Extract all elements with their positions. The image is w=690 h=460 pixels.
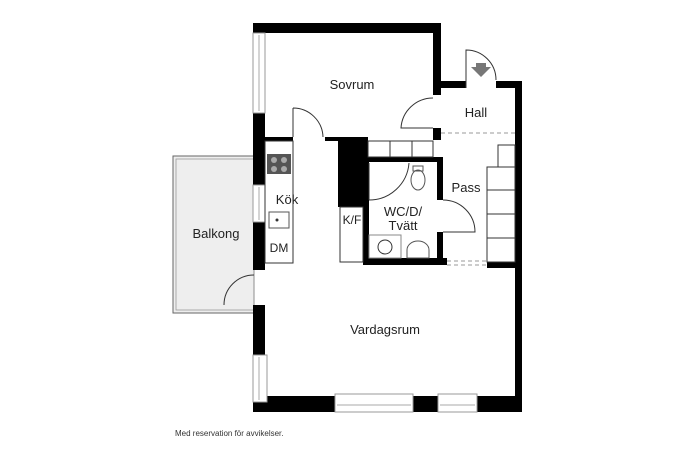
washbasin-icon <box>406 240 430 259</box>
balcony <box>172 155 255 314</box>
label-balkong: Balkong <box>193 226 240 241</box>
bathroom-fixtures <box>368 165 430 259</box>
kitchen-counter <box>264 140 364 264</box>
label-kf: K/F <box>343 213 362 227</box>
label-hall: Hall <box>465 105 488 120</box>
interior-walls <box>265 137 515 268</box>
label-dm: DM <box>270 241 289 255</box>
closets <box>367 140 434 158</box>
label-vardagsrum: Vardagsrum <box>350 322 420 337</box>
label-wc-line2: Tvätt <box>389 218 418 233</box>
wardrobes <box>486 144 516 263</box>
label-kok: Kök <box>276 192 299 207</box>
label-wc-line1: WC/D/ <box>384 204 423 219</box>
toilet-icon <box>410 169 426 191</box>
outer-walls <box>253 23 522 412</box>
doors <box>223 49 497 306</box>
washer-icon <box>368 234 402 259</box>
disclaimer-note: Med reservation för avvikelser. <box>175 429 284 438</box>
sink-icon <box>268 211 290 229</box>
label-pass: Pass <box>452 180 481 195</box>
label-sovrum: Sovrum <box>330 77 375 92</box>
stove-icon <box>267 154 291 174</box>
entrance-arrow-icon <box>471 63 491 77</box>
